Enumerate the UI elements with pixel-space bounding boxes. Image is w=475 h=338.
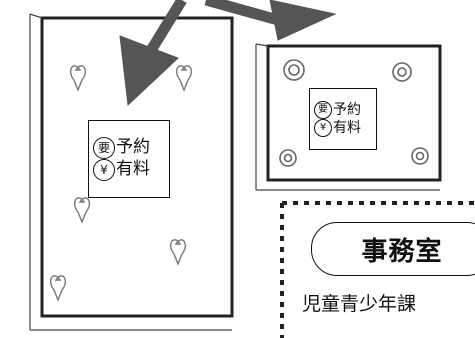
section-name: 児童青少年課 <box>302 293 417 315</box>
heart-icon <box>50 65 192 302</box>
yen-icon: ¥ <box>314 119 332 137</box>
office-label: 事務室 <box>311 222 475 276</box>
reservation-text: 予約 <box>333 101 361 118</box>
reservation-text: 予約 <box>116 137 150 158</box>
fee-row: ¥ 有料 <box>93 159 150 181</box>
reservation-row: 要 予約 <box>314 101 361 119</box>
circled-required-mark: 要 <box>314 101 332 119</box>
yen-icon: ¥ <box>93 159 115 181</box>
sign-label-large: 要 予約 ¥ 有料 <box>88 120 170 198</box>
office-frame <box>280 201 475 338</box>
fee-text: 有料 <box>333 119 361 136</box>
fee-row: ¥ 有料 <box>314 119 361 137</box>
reservation-row: 要 予約 <box>93 137 150 159</box>
sign-label-small: 要 予約 ¥ 有料 <box>309 88 377 150</box>
circled-required-mark: 要 <box>93 137 115 159</box>
fee-text: 有料 <box>116 159 150 180</box>
small-sheet <box>255 43 442 191</box>
large-sheet <box>29 13 234 331</box>
swirl-icon <box>279 59 429 167</box>
arrow-icon <box>119 0 337 107</box>
